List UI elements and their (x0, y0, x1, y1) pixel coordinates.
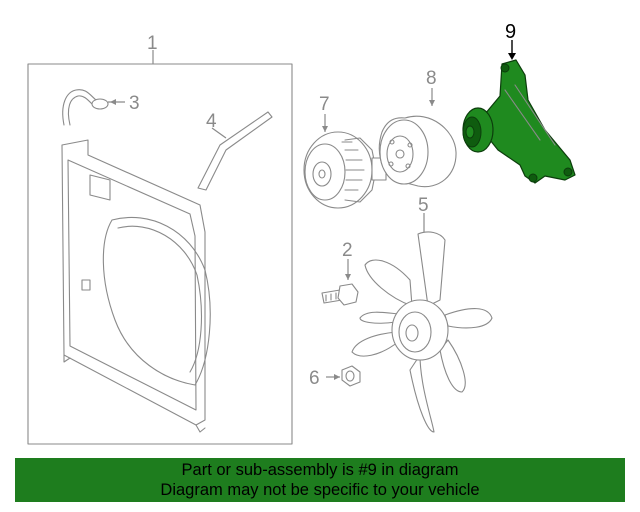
callout-4: 4 (206, 111, 217, 132)
part-7-fan-clutch[interactable] (303, 114, 387, 209)
callout-1: 1 (147, 33, 158, 54)
part-2-bolt[interactable] (321, 259, 359, 306)
banner-line-1: Part or sub-assembly is #9 in diagram (181, 461, 459, 479)
callout-5: 5 (418, 195, 429, 216)
part-info-banner: Part or sub-assembly is #9 in diagram Di… (15, 458, 625, 502)
callout-8: 8 (426, 68, 437, 89)
part-5-fan[interactable] (351, 213, 493, 433)
part-6-nut[interactable] (326, 365, 361, 387)
callout-9: 9 (505, 21, 516, 43)
banner-line-2: Diagram may not be specific to your vehi… (160, 481, 480, 499)
callout-6: 6 (309, 368, 320, 389)
part-9-bracket[interactable] (462, 40, 576, 184)
callout-7: 7 (319, 94, 330, 115)
part-3-hose[interactable] (62, 89, 125, 126)
part-4-hose[interactable] (197, 111, 273, 191)
part-8-pulley[interactable] (378, 88, 457, 188)
part-1-fan-shroud[interactable] (27, 50, 293, 445)
parts-diagram: 1 3 4 7 8 9 5 2 6 (27, 21, 576, 445)
callout-2: 2 (342, 240, 353, 261)
callout-3: 3 (129, 93, 140, 114)
